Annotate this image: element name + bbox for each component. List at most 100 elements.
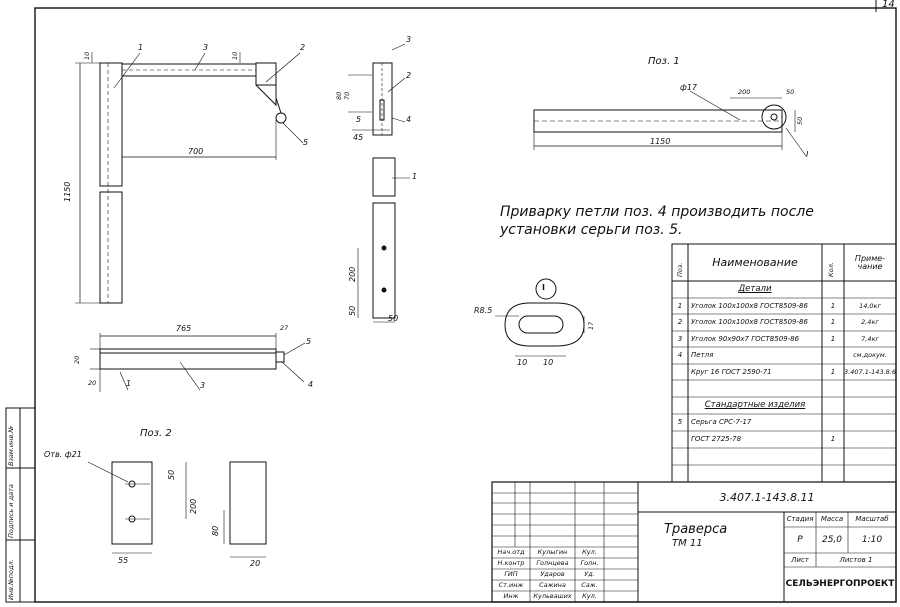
spec-row-pos [672, 364, 688, 380]
spec-row-note [844, 397, 896, 414]
detail-dim-17: 17 [587, 321, 595, 330]
staff-role: ГИП [504, 570, 518, 579]
dim-27: 27 [280, 324, 289, 332]
side-dim-50a: 50 [348, 305, 357, 316]
callout-3: 3 [203, 43, 209, 52]
doc-title-sub: ТМ 11 [672, 538, 703, 549]
spec-row-name [688, 448, 822, 465]
staff-sign: Уд. [584, 570, 595, 579]
spec-row-name: Уголок 100х100х8 ГОСТ8509-86 [691, 301, 808, 310]
spec-row-qty: 1 [830, 367, 836, 376]
spec-row-note [844, 380, 896, 397]
dim-10b: 10 [231, 51, 239, 60]
dim-765: 765 [176, 324, 192, 333]
spec-row-name [688, 380, 822, 397]
pos1-label: Поз. 1 [648, 56, 680, 67]
staff-role: Инж [503, 592, 519, 601]
pos2-dim-20: 20 [250, 559, 261, 568]
staff-name: Кулыгин [537, 548, 568, 557]
side-callout-3: 3 [406, 35, 412, 44]
callout-1: 1 [138, 43, 144, 52]
spec-row-qty: 1 [830, 435, 836, 443]
side-dim-45: 45 [353, 133, 364, 142]
spec-row-pos [672, 281, 688, 298]
detail-I [495, 278, 585, 357]
spec-row-note [844, 281, 896, 298]
spec-row-name: Круг 16 ГОСТ 2590-71 [691, 367, 772, 376]
tb-sheets-label: Листов 1 [839, 555, 873, 564]
spec-row-pos: 2 [677, 318, 683, 326]
dim-20-horiz: 20 [88, 379, 97, 387]
tb-stage-label: Стадия [786, 515, 814, 523]
spec-row-note: 3.407.1-143.8.6 [844, 367, 896, 376]
spec-row-pos [672, 448, 688, 465]
side-view [348, 43, 410, 323]
spec-header-name: Наименование [712, 256, 798, 269]
staff-name: Голнцева [536, 559, 569, 568]
note-line-1: Приварку петли поз. 4 производить после [500, 204, 814, 220]
spec-row-pos [672, 397, 688, 414]
spec-row-note: 14,0кг [859, 301, 881, 310]
spec-row-name: ГОСТ 2725-78 [691, 435, 742, 443]
spec-row-note [844, 448, 896, 465]
callout-2: 2 [300, 43, 306, 52]
dim-10a: 10 [83, 51, 91, 60]
side-dim-50b: 50 [388, 314, 399, 323]
pos2-view [87, 461, 267, 558]
tb-sheet-label: Лист [791, 555, 809, 564]
spec-row-pos [672, 380, 688, 397]
spec-row-qty [822, 281, 844, 298]
side-stamp-inv: Инв.№подл. [7, 559, 15, 600]
detail-dim-10a: 10 [517, 358, 528, 367]
spec-row-qty [822, 448, 844, 465]
pos1-dim-200: 200 [738, 88, 751, 96]
side-callout-4: 4 [406, 115, 412, 124]
main-view [75, 52, 304, 304]
top-callout-1: 1 [126, 379, 132, 388]
spec-row-pos [672, 431, 688, 448]
staff-name: Ударов [540, 570, 565, 579]
detail-dim-10b: 10 [543, 358, 554, 367]
pos2-hole-label: Отв. ф21 [44, 450, 82, 459]
title-block-grid [491, 481, 897, 603]
detail-radius: R8.5 [474, 306, 493, 315]
spec-row-qty [822, 380, 844, 397]
spec-row-note [844, 414, 896, 431]
spec-header-pos: Поз. [676, 262, 684, 277]
note-line-2: установки серьги поз. 5. [500, 222, 683, 238]
spec-row-qty: 1 [830, 318, 836, 326]
spec-header-note: Приме-чание [854, 253, 886, 271]
callout-5: 5 [303, 138, 309, 147]
spec-row-name: Уголок 100х100х8 ГОСТ8509-86 [691, 318, 808, 326]
pos1-dim-50b: 50 [796, 116, 804, 125]
staff-sign: Саж. [581, 581, 598, 590]
top-view [90, 333, 306, 392]
staff-name: Кульваших [533, 592, 572, 601]
pos1-hole-dim: ф17 [680, 83, 698, 92]
tb-mass: 25,0 [821, 534, 843, 545]
spec-row-name: Уголок 90х90х7 ГОСТ8509-86 [691, 334, 800, 343]
side-dim-70: 70 [343, 91, 351, 100]
staff-name: Сажина [539, 581, 566, 590]
pos2-dim-50: 50 [167, 469, 176, 480]
dim-20-vert: 20 [73, 355, 81, 364]
top-callout-4: 4 [308, 380, 314, 389]
pos1-detail-callout: I [806, 150, 809, 159]
spec-row-qty: 1 [830, 301, 836, 310]
tb-mass-label: Масса [820, 515, 844, 523]
side-dim-80: 80 [335, 91, 343, 100]
spec-row-qty [822, 347, 844, 364]
spec-row-name: Серьга СРС-7-17 [691, 418, 752, 426]
dim-1150: 1150 [63, 181, 72, 202]
spec-row-note [844, 431, 896, 448]
pos2-dim-55: 55 [118, 556, 129, 565]
dim-700: 700 [188, 147, 204, 156]
spec-row-qty [822, 414, 844, 431]
spec-row-note: 7,4кг [861, 334, 879, 343]
spec-row-name: Стандартные изделия [704, 400, 806, 411]
pos2-label: Поз. 2 [140, 428, 172, 439]
spec-row-note: см.докум. [853, 351, 887, 360]
spec-row-qty [822, 397, 844, 414]
spec-header-qty: Кол. [827, 262, 835, 277]
